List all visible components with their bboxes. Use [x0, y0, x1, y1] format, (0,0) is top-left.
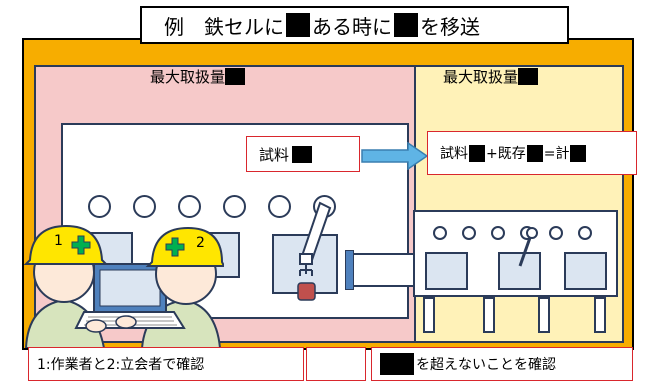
cell-window [498, 252, 541, 290]
diagram-title: 例 鉄セルに ある時に を移送 [140, 6, 569, 44]
redaction-mark [518, 68, 539, 85]
redaction-mark [286, 13, 310, 37]
bottom-left-note: 1:作業者と2:立会者で確認 [28, 347, 304, 381]
witness-number: 2 [196, 235, 205, 251]
redaction-mark [380, 353, 414, 375]
port-circle [549, 226, 563, 240]
cell-window [564, 252, 607, 290]
redaction-mark [469, 144, 485, 162]
port-circle [133, 195, 156, 218]
port-circle [223, 195, 246, 218]
cell-leg [594, 297, 606, 333]
port-circle [491, 226, 505, 240]
port-circle [268, 195, 291, 218]
cell-leg [423, 297, 435, 333]
worker-number: 1 [54, 233, 63, 249]
redaction-mark [526, 144, 543, 162]
total-box: 試料 +既存 =計 [427, 131, 637, 175]
port-circle [88, 195, 111, 218]
cell-window [425, 252, 468, 290]
port-circle [433, 226, 447, 240]
room2-label: 最大取扱量 [443, 66, 539, 87]
redaction-mark [570, 144, 587, 162]
port-circle [578, 226, 592, 240]
manipulator-icon [297, 201, 332, 301]
bottom-right-note: を超えないことを確認 [371, 347, 633, 381]
port-flange [345, 250, 354, 290]
cell-leg [483, 297, 495, 333]
sample-box: 試料 [246, 136, 360, 172]
workers-illustration [24, 224, 224, 348]
destination-room [414, 65, 624, 343]
redaction-mark [394, 13, 418, 37]
port-circle [178, 195, 201, 218]
transfer-tube [351, 253, 417, 287]
redaction-mark [225, 68, 246, 85]
redaction-mark [292, 145, 313, 163]
cell-leg [538, 297, 550, 333]
port-circle [462, 226, 476, 240]
manipulator-icon [518, 227, 538, 267]
room1-label: 最大取扱量 [150, 66, 246, 87]
transfer-arrow-icon [361, 142, 429, 170]
blank-box [306, 347, 366, 381]
